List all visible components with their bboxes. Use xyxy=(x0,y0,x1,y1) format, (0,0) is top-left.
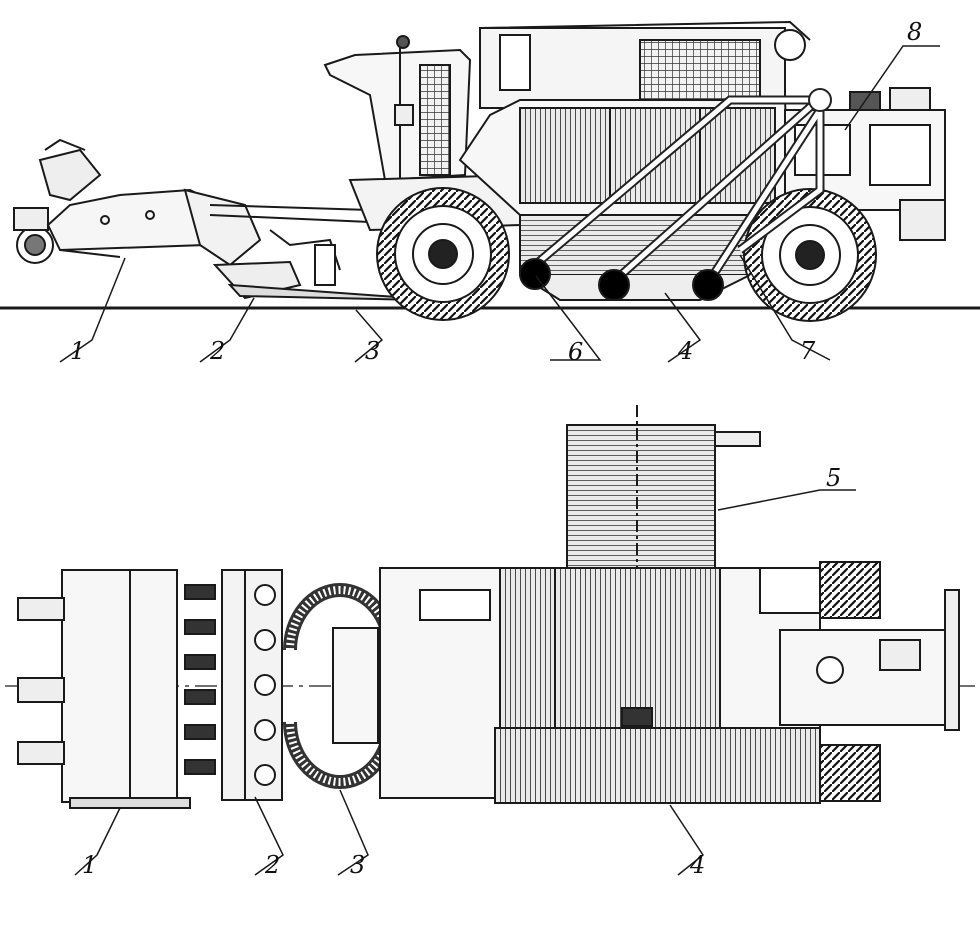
label-top-1: 1 xyxy=(82,851,98,879)
topping-unit xyxy=(13,138,212,264)
sensor-dot-1 xyxy=(519,258,551,290)
label-top-5: 5 xyxy=(826,464,842,492)
main-conveyor-top xyxy=(494,727,821,804)
hopper xyxy=(458,20,811,301)
top-view xyxy=(5,405,975,876)
main-body xyxy=(379,567,561,799)
label-side-4: 4 xyxy=(678,337,694,365)
label-top-3: 3 xyxy=(350,851,366,879)
label-side-1: 1 xyxy=(70,337,86,365)
rear-wheel xyxy=(743,188,877,322)
unloading-elevator xyxy=(566,405,761,571)
rear-wheel-top-upper xyxy=(819,561,881,619)
sensor-dot-2 xyxy=(598,269,630,301)
frame-pivot xyxy=(808,88,832,112)
front-wheel xyxy=(376,187,510,321)
digger-blades xyxy=(184,569,283,801)
engine-top xyxy=(779,589,960,731)
sensor-dot-3 xyxy=(692,269,724,301)
spiral-rollers xyxy=(283,583,397,789)
topper-top xyxy=(17,569,191,809)
top-leader-lines xyxy=(74,489,856,876)
label-side-7: 7 xyxy=(800,337,816,365)
label-side-6: 6 xyxy=(568,338,584,366)
sensor-frame xyxy=(532,88,832,287)
side-leader-lines xyxy=(59,45,940,363)
lifter-unit xyxy=(183,188,371,300)
label-side-3: 3 xyxy=(365,337,381,365)
label-side-2: 2 xyxy=(210,337,226,365)
label-top-4: 4 xyxy=(690,851,706,879)
label-side-8: 8 xyxy=(907,18,923,46)
label-top-2: 2 xyxy=(265,851,281,879)
rear-wheel-top-lower xyxy=(819,744,881,802)
side-view xyxy=(0,20,980,363)
